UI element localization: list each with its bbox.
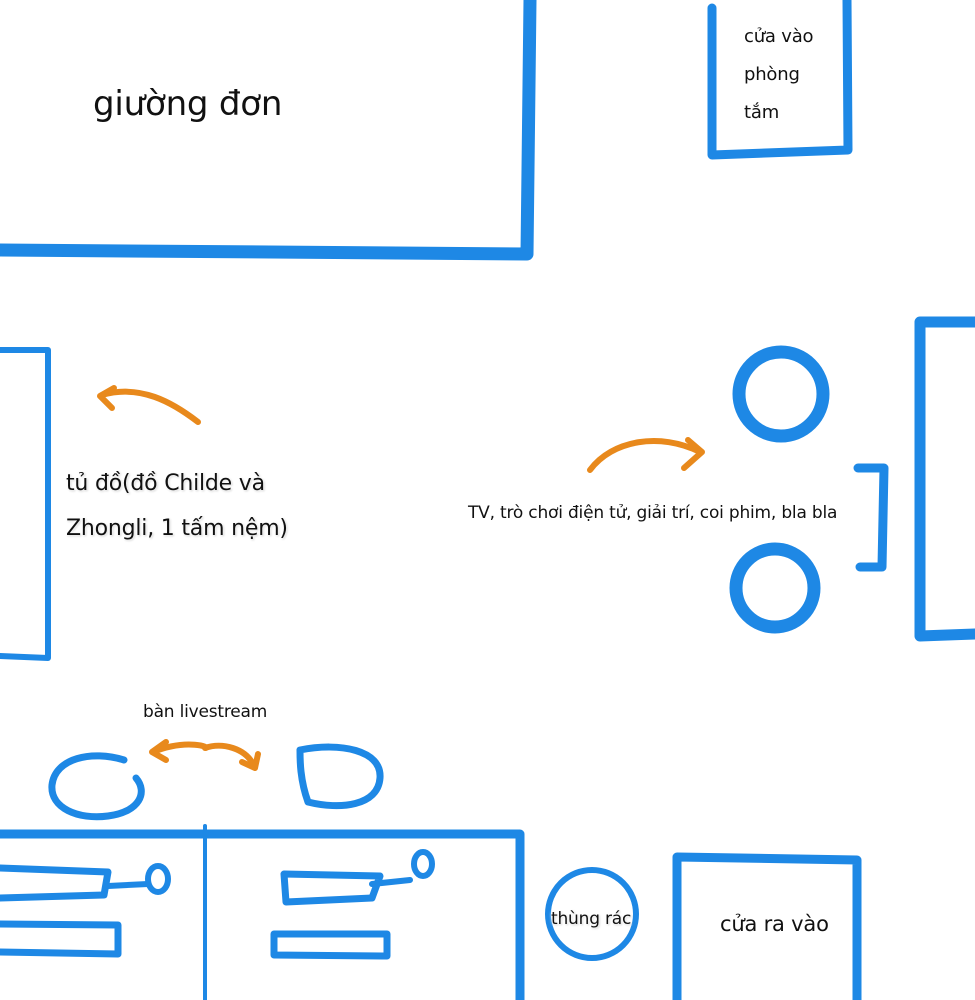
- mouse-cable-left: [105, 881, 151, 889]
- livestream-arrowhead-left-icon: [149, 739, 169, 763]
- keyboard-right: [280, 870, 384, 906]
- tv-arrowhead-icon: [681, 437, 705, 471]
- livestream-arrowhead-right-icon: [239, 751, 261, 771]
- wardrobe-outline: [0, 347, 51, 661]
- tv-chair-top: [732, 345, 830, 443]
- monitor-left: [0, 920, 122, 958]
- bathroom-door-label-line3: tắm: [744, 102, 780, 123]
- bed-outline: [0, 0, 537, 261]
- wardrobe-label-line2: Zhongli, 1 tấm nệm): [66, 516, 288, 541]
- mouse-right: [411, 849, 435, 879]
- tv-area-label: TV, trò chơi điện tử, giải trí, coi phim…: [468, 503, 838, 523]
- livestream-desk-label: bàn livestream: [143, 702, 268, 722]
- tv-stand: [853, 463, 889, 572]
- mouse-cable-right: [369, 877, 413, 887]
- entrance-door-outline: [672, 852, 862, 1000]
- trash-bin-outline: [545, 867, 639, 961]
- desk-chair-right: [296, 743, 384, 810]
- bathroom-door-label-line2: phòng: [744, 64, 800, 85]
- wardrobe-arrow-curve: [99, 388, 201, 425]
- monitor-right: [270, 930, 391, 960]
- tv-arrow-curve: [587, 438, 703, 473]
- mouse-left: [145, 863, 171, 895]
- wardrobe-arrowhead-icon: [97, 385, 117, 411]
- bathroom-door-label-line1: cửa vào: [744, 26, 814, 47]
- trash-bin-label: thùng rác: [551, 909, 632, 929]
- wardrobe-label-line1: tủ đồ(đồ Childe và: [66, 471, 265, 496]
- livestream-desk-outline: [0, 829, 525, 1000]
- livestream-arrow-curve: [150, 741, 257, 769]
- keyboard-left: [0, 864, 112, 902]
- entrance-door-label: cửa ra vào: [720, 912, 829, 936]
- bed-label: giường đơn: [93, 84, 283, 124]
- tv-chair-bottom: [729, 542, 821, 634]
- desk-chair-left: [48, 752, 145, 821]
- tv-cabinet-outline: [914, 316, 975, 642]
- bathroom-door-outline: [707, 0, 853, 160]
